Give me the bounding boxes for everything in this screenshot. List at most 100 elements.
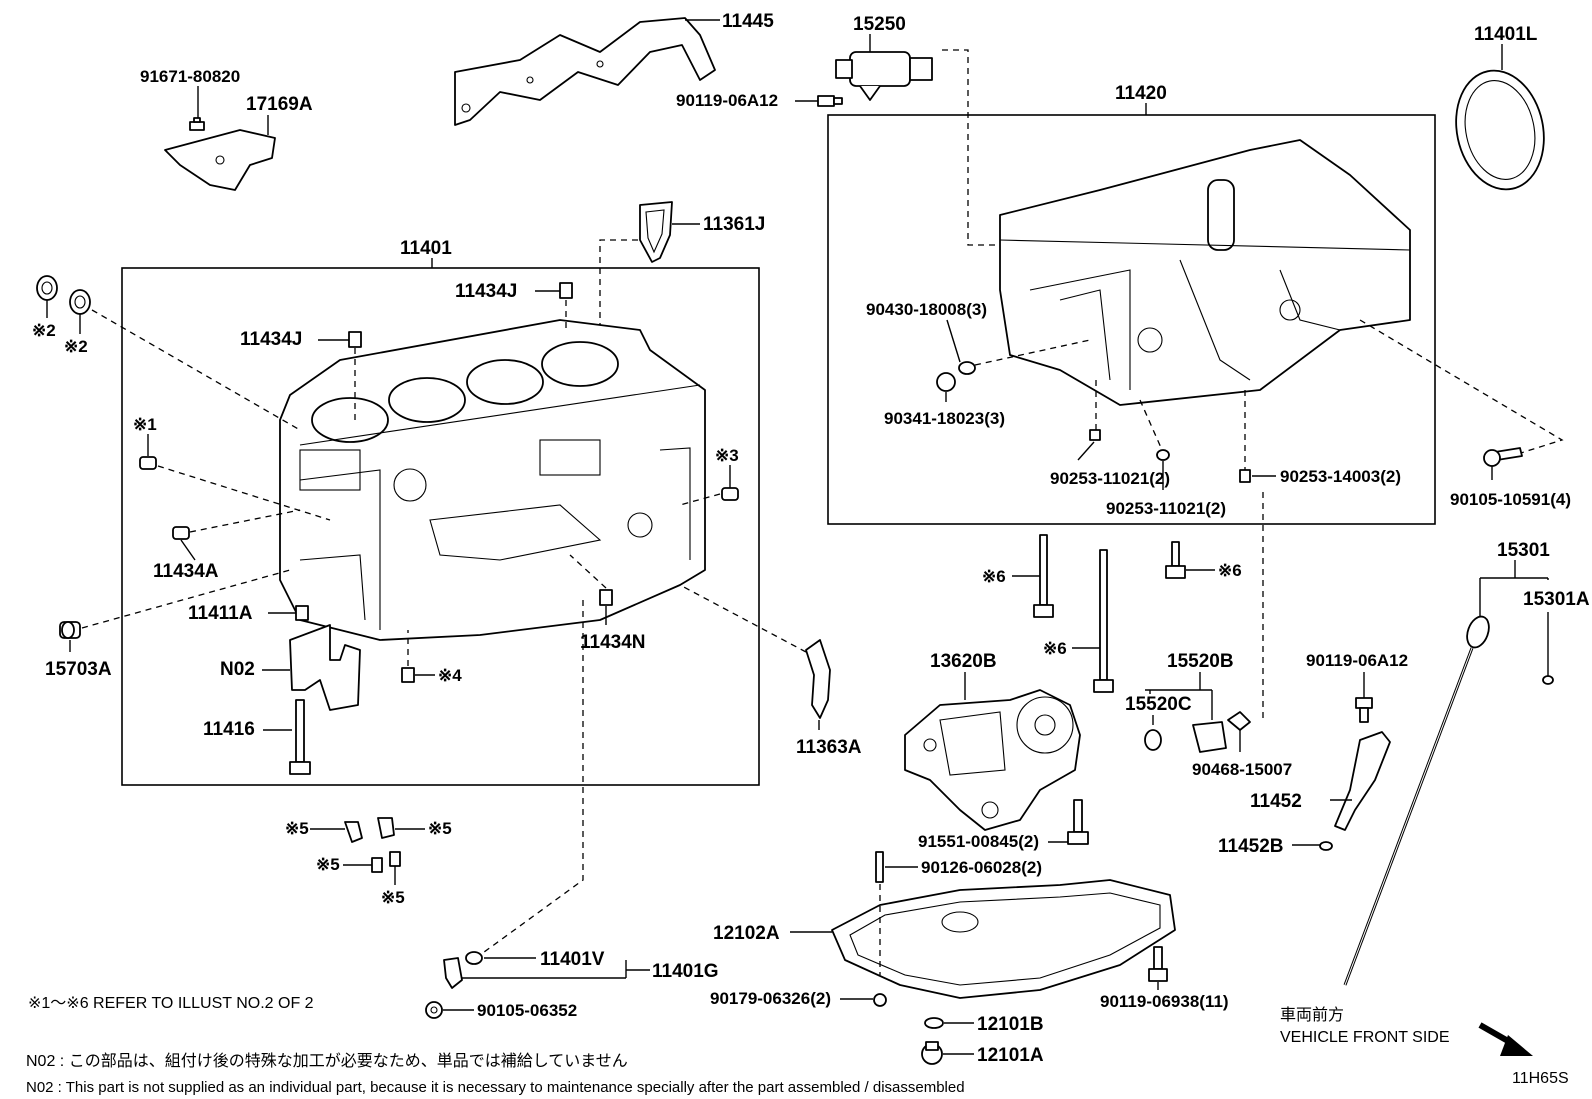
- part-label-11452B: 11452B: [1218, 836, 1284, 857]
- bracket-17169A[interactable]: [164, 129, 276, 191]
- bolt-11416[interactable]: [289, 699, 311, 775]
- o-ring-11401V[interactable]: [465, 951, 483, 965]
- bolt-ref5-c[interactable]: [371, 857, 383, 873]
- pin-90253-11021-b[interactable]: [1156, 449, 1170, 461]
- lower-crankcase-11420[interactable]: [999, 139, 1411, 406]
- o-ring-90430-18008[interactable]: [958, 361, 976, 375]
- bearing-11411A[interactable]: [295, 605, 309, 621]
- rear-oil-seal-11401L[interactable]: [1445, 62, 1554, 197]
- dowel-90253-11021-a[interactable]: [1089, 429, 1101, 441]
- vehicle-front-arrow-icon: [1478, 1022, 1533, 1056]
- o-ring-15301A[interactable]: [1542, 675, 1554, 685]
- bearing-cap-N02[interactable]: [289, 624, 361, 711]
- oil-level-gauge-15301[interactable]: [1343, 614, 1493, 986]
- part-label-15301: 15301: [1497, 540, 1550, 561]
- fitting-11401G[interactable]: [443, 957, 463, 989]
- part-label-15520B: 15520B: [1167, 651, 1234, 672]
- part-label-11416: 11416: [203, 719, 255, 740]
- part-label-90468-15007: 90468-15007: [1192, 760, 1292, 779]
- ref-mark-6a: ※6: [982, 567, 1006, 586]
- bolt-90119-06938[interactable]: [1148, 946, 1168, 982]
- dowel-pin-ref1[interactable]: [139, 456, 157, 470]
- dowel-pin-ref4[interactable]: [401, 667, 415, 683]
- strainer-15520B[interactable]: [1192, 721, 1227, 753]
- n02-note-japanese: N02 : この部品は、組付け後の特殊な加工が必要なため、単品では補給していませ…: [26, 1052, 628, 1070]
- oil-pan-12102A[interactable]: [831, 879, 1176, 999]
- washer-ref2-a[interactable]: [36, 275, 58, 301]
- part-label-91551-00845: 91551-00845(2): [918, 832, 1039, 851]
- ref-mark-1: ※1: [133, 415, 157, 434]
- gasket-12101B[interactable]: [924, 1017, 944, 1029]
- part-label-12101B: 12101B: [977, 1014, 1044, 1035]
- bolt-90105-10591[interactable]: [1483, 447, 1523, 467]
- part-label-90119-06A12-right: 90119-06A12: [1306, 651, 1408, 670]
- ref-mark-6b: ※6: [1043, 639, 1067, 658]
- drain-plug-12101A[interactable]: [921, 1041, 943, 1065]
- part-label-90430-18008: 90430-18008(3): [866, 300, 987, 319]
- bolt-90119-06A12-right[interactable]: [1355, 697, 1373, 723]
- part-label-13620B: 13620B: [930, 651, 997, 672]
- bolt-91671-80820[interactable]: [189, 117, 205, 131]
- part-label-11361J: 11361J: [703, 214, 765, 235]
- part-label-11401V: 11401V: [540, 949, 605, 970]
- part-label-11363A: 11363A: [796, 737, 862, 758]
- bolt-90105-06352[interactable]: [425, 1001, 443, 1019]
- dowel-pin-11434J-left[interactable]: [348, 331, 362, 348]
- cylinder-block-11401[interactable]: [279, 319, 706, 641]
- part-label-91671-80820: 91671-80820: [140, 67, 240, 86]
- gasket-11363A[interactable]: [805, 639, 831, 719]
- oil-jet-ref5-a[interactable]: [344, 821, 363, 843]
- washer-ref2-b[interactable]: [69, 289, 91, 315]
- oil-control-valve-15250[interactable]: [835, 51, 933, 101]
- plug-15703A[interactable]: [59, 621, 81, 639]
- part-label-90119-06938: 90119-06938(11): [1100, 992, 1229, 1011]
- dowel-pin-11434A[interactable]: [172, 526, 190, 540]
- bolt-ref5-d[interactable]: [389, 851, 401, 867]
- part-label-11434N: 11434N: [580, 632, 646, 653]
- gasket-11361J[interactable]: [639, 201, 673, 263]
- part-label-11434J-left: 11434J: [240, 329, 302, 350]
- part-label-12101A: 12101A: [977, 1045, 1044, 1066]
- ref-mark-5c: ※5: [316, 855, 340, 874]
- clip-90468-15007[interactable]: [1227, 711, 1251, 731]
- dipstick-guide-11452[interactable]: [1334, 731, 1391, 831]
- dowel-90253-14003[interactable]: [1239, 469, 1251, 483]
- oil-jet-ref5-b[interactable]: [377, 817, 395, 839]
- ref-mark-5b: ※5: [428, 819, 452, 838]
- part-label-11401L: 11401L: [1474, 24, 1538, 45]
- dowel-pin-ref3[interactable]: [721, 487, 739, 501]
- n02-note-english: N02 : This part is not supplied as an in…: [26, 1079, 965, 1096]
- part-label-11434J-upper: 11434J: [455, 281, 517, 302]
- part-label-90105-06352: 90105-06352: [477, 1001, 577, 1020]
- part-label-11401: 11401: [400, 238, 452, 259]
- ref-mark-2b: ※2: [64, 337, 88, 356]
- lower-crankcase-group-box: [827, 114, 1436, 525]
- bolt-ref6-c[interactable]: [1165, 541, 1186, 579]
- part-label-11420: 11420: [1115, 83, 1167, 104]
- part-label-11411A: 11411A: [188, 603, 253, 624]
- bolt-91551-00845[interactable]: [1067, 799, 1089, 845]
- nut-90179-06326[interactable]: [873, 993, 887, 1007]
- part-label-11452: 11452: [1250, 791, 1302, 812]
- ref-mark-6c: ※6: [1218, 561, 1242, 580]
- dowel-pin-11434N[interactable]: [599, 589, 613, 606]
- bolt-ref6-b[interactable]: [1093, 549, 1114, 693]
- timing-chain-cover-part[interactable]: [454, 17, 716, 126]
- bolt-90119-06A12-top[interactable]: [817, 95, 843, 107]
- part-label-11434A: 11434A: [153, 561, 219, 582]
- stud-90126-06028[interactable]: [875, 851, 884, 883]
- part-label-90341-18023: 90341-18023(3): [884, 409, 1005, 428]
- part-label-15520C: 15520C: [1125, 694, 1192, 715]
- o-ring-11452B[interactable]: [1319, 841, 1333, 851]
- bolt-ref6-a[interactable]: [1033, 534, 1054, 618]
- part-label-15703A: 15703A: [45, 659, 112, 680]
- part-label-90126-06028: 90126-06028(2): [921, 858, 1042, 877]
- oil-pump-13620B[interactable]: [904, 689, 1081, 831]
- vehicle-front-label-japanese: 車両前方: [1280, 1006, 1344, 1024]
- part-label-90105-10591: 90105-10591(4): [1450, 490, 1571, 509]
- ref-mark-5d: ※5: [381, 888, 405, 907]
- plug-90341-18023[interactable]: [936, 372, 956, 392]
- dowel-pin-11434J-upper[interactable]: [559, 282, 573, 299]
- o-ring-15520C[interactable]: [1144, 729, 1162, 751]
